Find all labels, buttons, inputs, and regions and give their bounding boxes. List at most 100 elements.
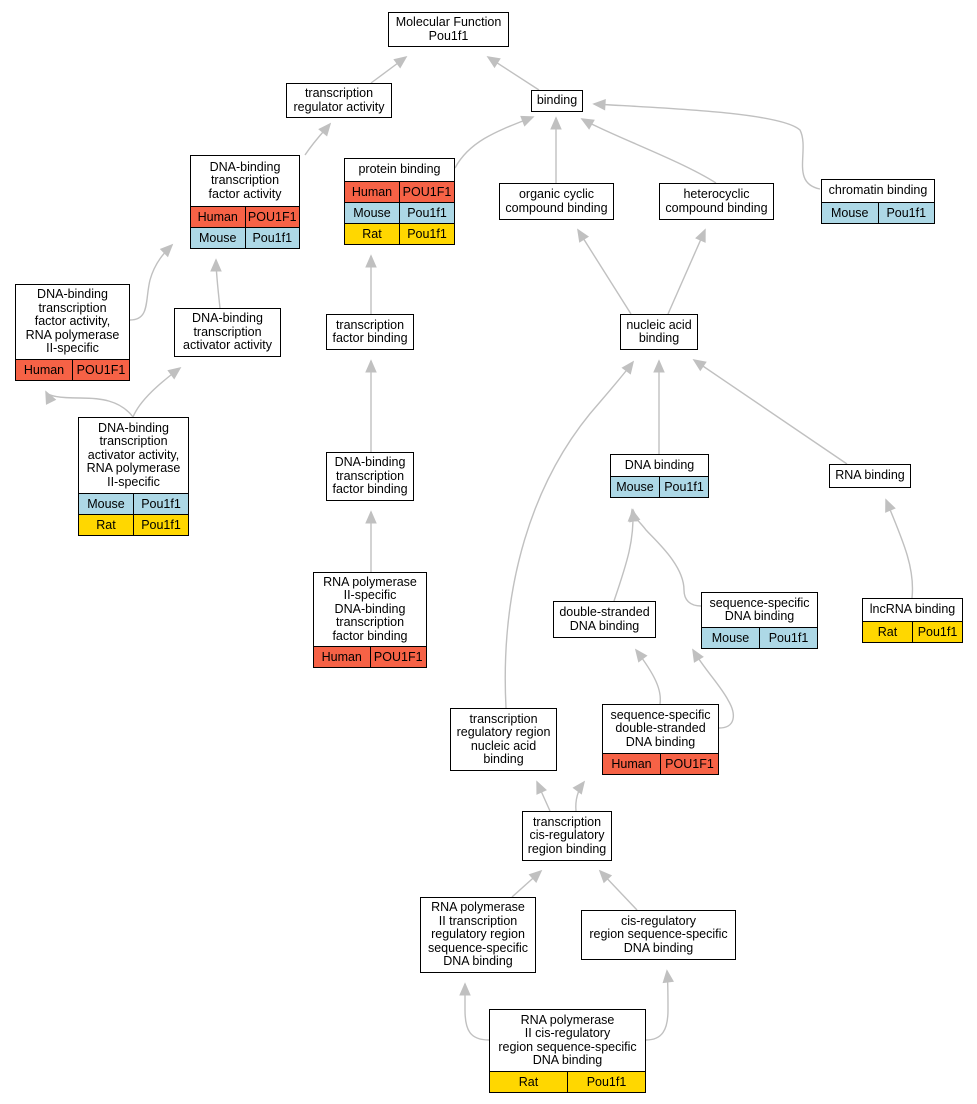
arrowhead-protbind-to-binding <box>520 115 535 127</box>
node-dbtaa2[interactable]: DNA-binding transcription activator acti… <box>78 417 189 536</box>
node-label: DNA-binding transcription activator acti… <box>86 420 181 489</box>
gene-cell: POU1F1 <box>369 647 427 667</box>
annotation-row-mouse: Mouse Pou1f1 <box>822 202 934 223</box>
node-mf[interactable]: Molecular Function Pou1f1 <box>388 12 509 47</box>
arrowhead-nab-to-hcb <box>695 228 706 243</box>
node-label: sequence-specific DNA binding <box>709 595 810 623</box>
node-rnap2[interactable]: RNA polymerase II-specific DNA-binding t… <box>313 572 427 668</box>
species-cell: Mouse <box>353 206 391 220</box>
species-cell: Rat <box>96 518 116 532</box>
node-dbtfa[interactable]: DNA-binding transcription factor activit… <box>190 155 300 249</box>
node-label: DNA binding <box>624 457 695 472</box>
arrowhead-binding-to-mf <box>486 56 501 69</box>
arrowhead-rnap2crr-to-rnap2trr <box>459 982 471 996</box>
node-dsdna[interactable]: double-stranded DNA binding <box>553 601 656 638</box>
species-cell: Mouse <box>830 206 869 220</box>
gene-cell: Pou1f1 <box>244 228 300 248</box>
arrowhead-dbtfb-to-tfb <box>365 359 377 373</box>
node-crrss[interactable]: cis-regulatory region sequence-specific … <box>581 910 736 960</box>
gene-cell: POU1F1 <box>244 207 300 227</box>
edge-dbtaa2-to-dbtfa2 <box>45 391 134 418</box>
node-rnap2crr[interactable]: RNA polymerase II cis-regulatory region … <box>489 1009 646 1093</box>
node-label: lncRNA binding <box>869 602 956 617</box>
edge-dsdna-to-dnab <box>613 509 634 602</box>
node-label: sequence-specific double-stranded DNA bi… <box>610 707 711 749</box>
species-cell: Rat <box>362 227 382 241</box>
arrowhead-tcrrb-to-trrnab <box>536 780 547 795</box>
node-label: double-stranded DNA binding <box>559 605 650 633</box>
arrowhead-lnc-to-rnab <box>885 498 896 513</box>
node-label: DNA-binding transcription activator acti… <box>183 311 272 353</box>
arrowhead-rnab-to-nab <box>692 359 707 372</box>
arrowhead-dbtfa-to-tra <box>318 122 332 137</box>
arrowhead-chromatin-to-binding <box>592 98 606 111</box>
node-tfb[interactable]: transcription factor binding <box>326 314 414 350</box>
annotation-row-rat: Rat Pou1f1 <box>345 223 454 244</box>
arrowhead-dnab-to-nab <box>653 359 665 373</box>
node-label: transcription cis-regulatory region bind… <box>527 814 607 856</box>
node-label: heterocyclic compound binding <box>665 187 768 215</box>
node-binding[interactable]: binding <box>531 90 583 112</box>
node-occb[interactable]: organic cyclic compound binding <box>499 183 614 220</box>
arrowhead-trrnab-to-nab <box>621 360 635 375</box>
species-cell: Rat <box>877 625 898 639</box>
species-cell: Human <box>351 185 393 199</box>
node-hcb[interactable]: heterocyclic compound binding <box>659 183 774 220</box>
gene-cell: Pou1f1 <box>399 224 454 244</box>
node-label: DNA-binding transcription factor binding <box>332 455 408 497</box>
gene-cell: Pou1f1 <box>133 494 188 514</box>
node-dbtaa[interactable]: DNA-binding transcription activator acti… <box>174 308 281 357</box>
arrowhead-tra-to-mf <box>393 55 408 69</box>
node-dbtfa2[interactable]: DNA-binding transcription factor activit… <box>15 284 130 381</box>
node-ssdsdna[interactable]: sequence-specific double-stranded DNA bi… <box>602 704 719 775</box>
node-label: RNA polymerase II-specific DNA-binding t… <box>323 574 417 643</box>
edge-nab-to-occb <box>577 229 632 315</box>
arrowhead-ssdna-to-dnab <box>629 508 641 523</box>
node-nab[interactable]: nucleic acid binding <box>620 314 698 350</box>
edge-lnc-to-rnab <box>885 499 914 599</box>
arrowhead-rnap2trr-to-tcrrb <box>528 869 543 883</box>
node-tcrrb[interactable]: transcription cis-regulatory region bind… <box>522 811 612 861</box>
species-cell: Human <box>611 757 652 771</box>
arrowhead-dbtaa-to-dbtfa <box>210 258 222 272</box>
arrowhead-crrss-to-tcrrb <box>598 869 613 884</box>
arrowhead-dbtaa2-to-dbtfa2 <box>45 390 57 405</box>
node-dbtfb[interactable]: DNA-binding transcription factor binding <box>326 452 414 501</box>
arrowhead-dbtfa2-to-dbtfa <box>159 243 174 258</box>
arrowhead-tfb-to-protbind <box>365 254 377 268</box>
node-tra[interactable]: transcription regulator activity <box>286 83 392 118</box>
node-label: nucleic acid binding <box>626 317 692 345</box>
gene-cell: Pou1f1 <box>659 477 708 497</box>
node-label: RNA polymerase II transcription regulato… <box>427 900 529 969</box>
gene-cell: POU1F1 <box>72 360 129 380</box>
edge-trrnab-to-nab <box>504 361 634 709</box>
node-trrnab[interactable]: transcription regulatory region nucleic … <box>450 708 557 771</box>
species-cell: Human <box>197 210 238 224</box>
gene-cell: Pou1f1 <box>877 203 935 223</box>
node-rnab[interactable]: RNA binding <box>829 464 911 488</box>
arrowhead-nab-to-occb <box>577 228 590 243</box>
gene-cell: Pou1f1 <box>759 628 817 648</box>
edge-ssdsdna-to-ssdna <box>692 649 735 729</box>
node-rnap2trr[interactable]: RNA polymerase II transcription regulato… <box>420 897 536 973</box>
species-cell: Mouse <box>616 480 654 494</box>
edge-nab-to-hcb <box>667 229 706 315</box>
arrowhead-hcb-to-binding <box>580 118 595 130</box>
arrowhead-occb-to-binding <box>550 116 562 130</box>
node-label: DNA-binding transcription factor activit… <box>25 287 120 356</box>
